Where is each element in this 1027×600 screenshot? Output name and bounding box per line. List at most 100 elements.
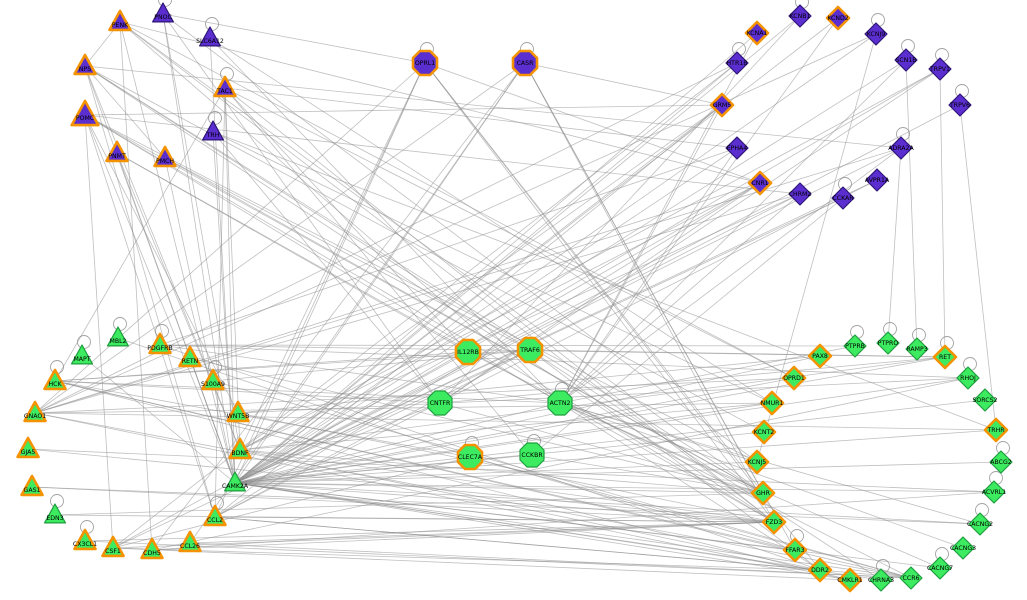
node-KCNJ9[interactable]: KCNJ9 xyxy=(864,22,888,46)
edge xyxy=(234,104,961,484)
node-RET[interactable]: RET xyxy=(932,344,958,370)
diamond-shape xyxy=(905,337,929,361)
edge xyxy=(234,356,946,484)
edge xyxy=(54,87,226,382)
node-CCKBR[interactable]: CCKBR xyxy=(519,442,545,468)
edge xyxy=(237,355,821,414)
triangle-shape xyxy=(213,75,237,98)
edge xyxy=(84,65,166,159)
node-CNTFR[interactable]: CNTFR xyxy=(427,390,453,416)
node-TRAF6[interactable]: TRAF6 xyxy=(516,336,544,364)
node-CHRM2[interactable]: CHRM2 xyxy=(788,182,812,206)
triangle-shape xyxy=(73,53,97,76)
node-GNAO1[interactable]: GNAO1 xyxy=(23,400,47,423)
node-ABCG2[interactable]: ABCG2 xyxy=(989,450,1013,474)
edge xyxy=(905,59,918,350)
node-ACTN2[interactable]: ACTN2 xyxy=(547,390,573,416)
node-HCK[interactable]: HCK xyxy=(43,368,67,391)
node-CACNG2[interactable]: CACNG2 xyxy=(967,512,993,536)
node-CX3CL1[interactable]: CX3CL1 xyxy=(73,528,97,551)
node-GJA5[interactable]: GJA5 xyxy=(16,436,40,459)
node-PNOC[interactable]: PNOC xyxy=(152,2,174,23)
node-PTPRB[interactable]: PTPRB xyxy=(843,334,867,358)
node-OPRL1[interactable]: OPRL1 xyxy=(411,49,439,77)
node-POMC[interactable]: POMC xyxy=(70,99,100,127)
diamond-shape xyxy=(725,51,749,75)
node-MBL2[interactable]: MBL2 xyxy=(106,326,129,347)
edge xyxy=(54,514,775,523)
diamond-shape xyxy=(864,22,888,46)
edge xyxy=(559,147,738,404)
edge xyxy=(439,15,801,404)
diamond-shape xyxy=(831,186,855,210)
node-PENK[interactable]: PENK xyxy=(108,9,132,32)
node-ACVRL1[interactable]: ACVRL1 xyxy=(982,480,1006,504)
node-KCNJ5[interactable]: KCNJ5 xyxy=(744,449,770,475)
diamond-shape xyxy=(983,417,1009,443)
node-CASR[interactable]: CASR xyxy=(511,49,539,77)
node-KCNA1[interactable]: KCNA1 xyxy=(744,20,770,46)
diamond-shape xyxy=(788,182,812,206)
node-KCNT2[interactable]: KCNT2 xyxy=(751,419,777,445)
edge xyxy=(164,157,531,351)
triangle-shape xyxy=(108,9,132,32)
node-PAX8[interactable]: PAX8 xyxy=(807,343,833,369)
node-CCL2[interactable]: CCL2 xyxy=(203,504,227,527)
node-layer: PENKPNOCSLC6A12NPSTAC1POMCTRHPNMTPMCHOPR… xyxy=(16,2,1013,593)
node-CACNG7[interactable]: CACNG7 xyxy=(927,556,953,580)
edge xyxy=(162,13,758,463)
edge xyxy=(234,17,839,484)
node-IL12RB[interactable]: IL12RB xyxy=(454,338,482,366)
edge xyxy=(119,21,764,494)
node-SLC6A12[interactable]: SLC6A12 xyxy=(196,26,224,47)
node-RETN[interactable]: RETN xyxy=(178,345,202,368)
edge xyxy=(224,87,533,456)
node-CMKLR1[interactable]: CMKLR1 xyxy=(837,567,863,593)
node-CCKAR[interactable]: CCKAR xyxy=(831,186,855,210)
node-CCR6[interactable]: CCR6 xyxy=(899,566,923,590)
edge xyxy=(424,62,761,184)
edge xyxy=(84,65,764,494)
node-CACNG3[interactable]: CACNG3 xyxy=(950,536,976,560)
diamond-shape xyxy=(876,331,900,355)
node-RHOJ[interactable]: RHOJ xyxy=(956,366,980,390)
node-TRPV6[interactable]: TRPV6 xyxy=(948,93,972,117)
edge xyxy=(531,454,764,494)
edge xyxy=(234,402,441,484)
node-TAC1[interactable]: TAC1 xyxy=(213,75,237,98)
edge xyxy=(84,65,531,351)
edge xyxy=(234,431,765,484)
node-PDGFRB[interactable]: PDGFRB xyxy=(147,332,173,355)
node-TRH[interactable]: TRH xyxy=(202,120,224,141)
node-EDN3[interactable]: EDN3 xyxy=(43,503,67,524)
edge xyxy=(119,21,795,379)
edge xyxy=(31,486,775,523)
edge xyxy=(151,62,526,551)
edge xyxy=(234,68,941,484)
triangle-shape xyxy=(202,120,224,141)
diamond-shape xyxy=(928,556,952,580)
diamond-shape xyxy=(843,334,867,358)
node-TRPV1[interactable]: TRPV1 xyxy=(928,57,952,81)
node-KCND2[interactable]: KCND2 xyxy=(825,5,851,31)
node-CLEC7A[interactable]: CLEC7A xyxy=(456,443,484,471)
node-NMUR1[interactable]: NMUR1 xyxy=(759,390,785,416)
edge xyxy=(234,32,758,484)
octagon-shape xyxy=(454,338,482,366)
node-GHR[interactable]: GHR xyxy=(750,480,776,506)
edge xyxy=(214,87,226,518)
node-EPHA4[interactable]: EPHA4 xyxy=(725,136,749,160)
node-TRHR[interactable]: TRHR xyxy=(983,417,1009,443)
edge xyxy=(234,377,795,484)
node-GAS1[interactable]: GAS1 xyxy=(20,474,44,497)
octagon-shape xyxy=(411,49,439,77)
edge xyxy=(234,482,995,493)
diamond-shape xyxy=(928,57,952,81)
triangle-shape xyxy=(224,471,246,492)
node-CCL26[interactable]: CCL26 xyxy=(178,530,202,553)
node-PTPRO[interactable]: PTPRO xyxy=(876,331,900,355)
edge xyxy=(84,114,758,463)
diamond-shape xyxy=(899,566,923,590)
node-NPS[interactable]: NPS xyxy=(73,53,97,76)
